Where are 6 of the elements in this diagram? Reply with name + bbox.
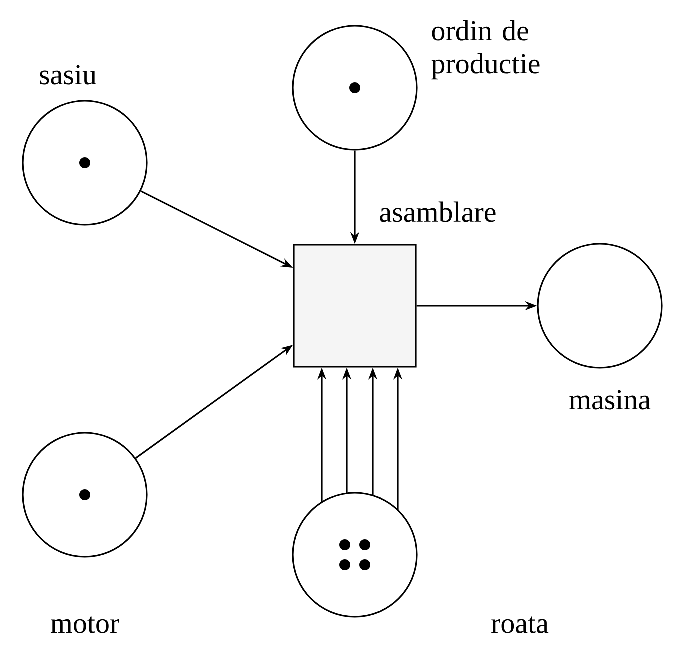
place-label: masina — [570, 390, 651, 410]
place-label: ordin de productie — [432, 20, 540, 80]
place-label: sasiu — [40, 65, 96, 85]
place-label: motor — [50, 616, 120, 634]
place-label: roata — [492, 616, 549, 634]
place-label: asamblare — [380, 202, 496, 222]
